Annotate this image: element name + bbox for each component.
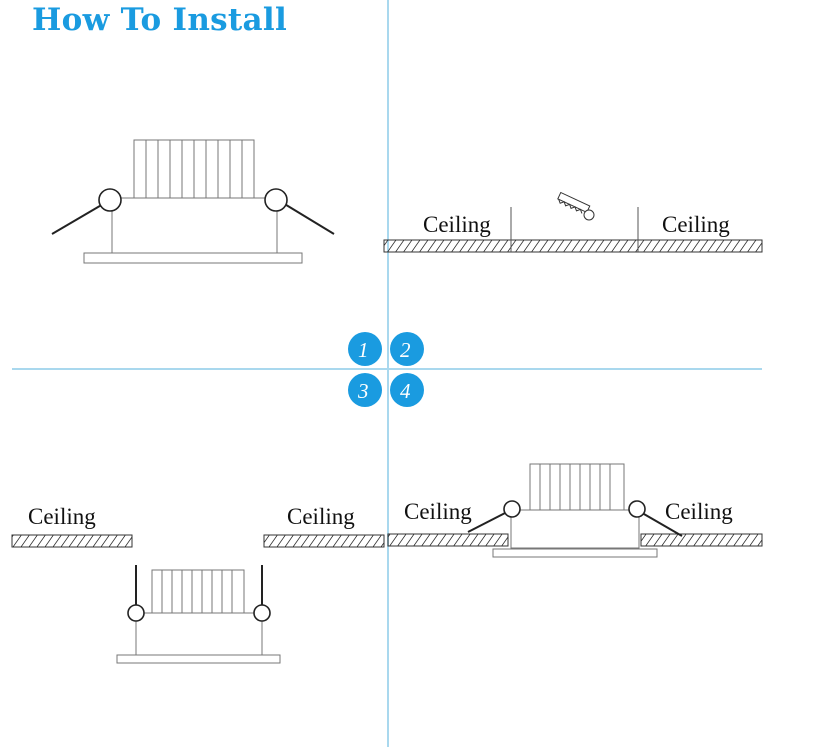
spring-clip-left (467, 509, 512, 533)
trim-ring (492, 548, 658, 558)
spring-clip-right (277, 199, 335, 235)
ceiling-label: Ceiling (662, 212, 730, 237)
hole-saw-icon (557, 191, 595, 221)
trim-ring (83, 252, 303, 264)
step-badge-4: 4 (390, 373, 424, 407)
ceiling-label: Ceiling (28, 504, 96, 529)
step-badge-3: 3 (348, 373, 382, 407)
heat-sink (151, 569, 245, 614)
step-number: 2 (400, 338, 411, 362)
clip-hinge-left (127, 604, 145, 622)
light-body (135, 612, 263, 656)
ceiling-board-left (387, 533, 509, 547)
step-badge-2: 2 (390, 332, 424, 366)
ceiling-label: Ceiling (665, 499, 733, 524)
clip-hinge-left (503, 500, 521, 518)
clip-hinge-right (253, 604, 271, 622)
step1-light-illustration (51, 139, 335, 264)
step-number: 1 (358, 338, 369, 362)
ceiling-label: Ceiling (404, 499, 472, 524)
trim-ring (116, 654, 281, 664)
step2-cut-hole: Ceiling Ceiling (383, 191, 763, 253)
step4-installed: Ceiling Ceiling (387, 463, 763, 558)
step-badge-1: 1 (348, 332, 382, 366)
clip-hinge-right (628, 500, 646, 518)
step3-insert-light: Ceiling Ceiling (11, 504, 385, 664)
ceiling-label: Ceiling (287, 504, 355, 529)
step-number: 3 (357, 379, 369, 403)
heat-sink (529, 463, 625, 511)
heat-sink (133, 139, 255, 199)
ceiling-label: Ceiling (423, 212, 491, 237)
ceiling-board-right (263, 534, 385, 548)
page-title: How To Install (32, 2, 288, 38)
ceiling-board-left (11, 534, 133, 548)
step-number: 4 (400, 379, 411, 403)
ceiling-board (383, 239, 763, 253)
clip-hinge-left (98, 188, 122, 212)
ceiling-board-right (640, 533, 763, 547)
light-body (111, 197, 278, 254)
clip-hinge-right (264, 188, 288, 212)
spring-clip-right (636, 509, 683, 537)
light-body (510, 509, 640, 549)
